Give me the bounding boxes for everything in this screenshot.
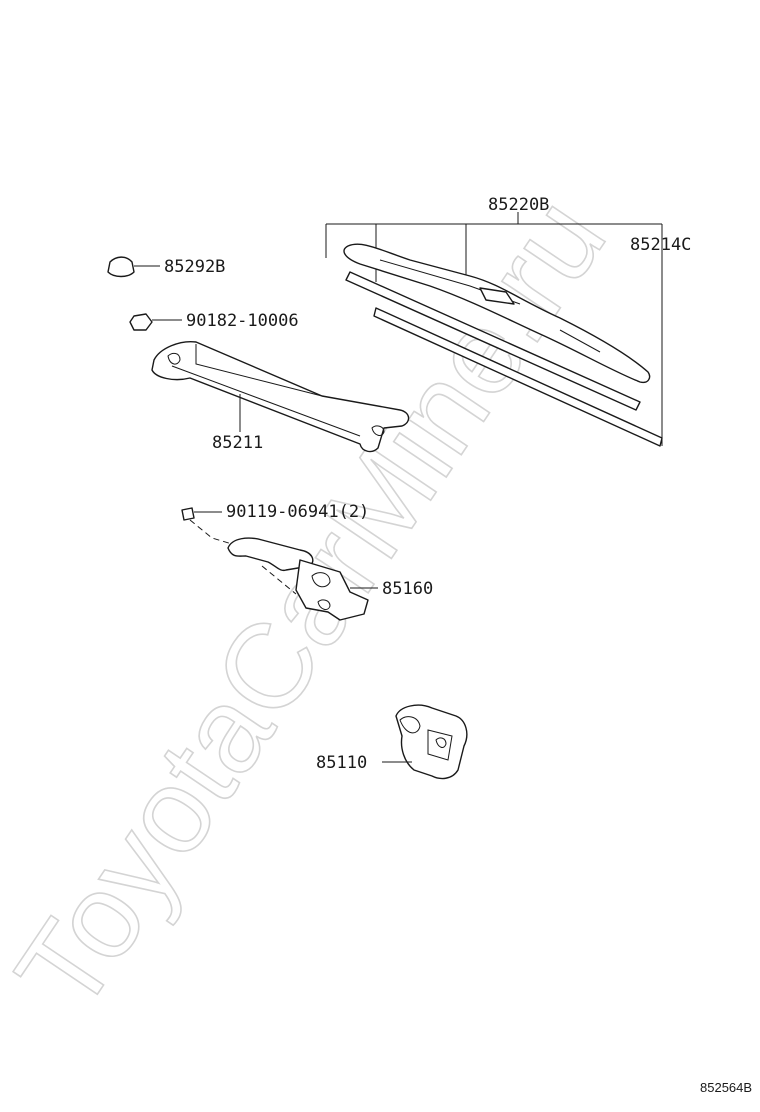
link-assembly-85160: [227, 537, 378, 621]
label-85220B: 85220B: [488, 195, 549, 215]
bolt-90119-06941: [181, 507, 233, 545]
label-85214C: 85214C: [630, 235, 691, 255]
diagram-reference: 852564B: [700, 1080, 752, 1095]
wiper-arm-85211: [151, 341, 410, 453]
label-85160: 85160: [382, 579, 433, 599]
wiper-blade-85220B: [325, 212, 663, 447]
label-90182-10006: 90182-10006: [186, 311, 299, 331]
wiper-motor-85110: [382, 704, 468, 780]
nut-90182-10006: [129, 313, 182, 331]
label-85292B: 85292B: [164, 257, 225, 277]
label-85211: 85211: [212, 433, 263, 453]
label-85110: 85110: [316, 753, 367, 773]
label-90119-06941: 90119-06941(2): [226, 502, 369, 522]
cap-85292B: [107, 256, 160, 278]
